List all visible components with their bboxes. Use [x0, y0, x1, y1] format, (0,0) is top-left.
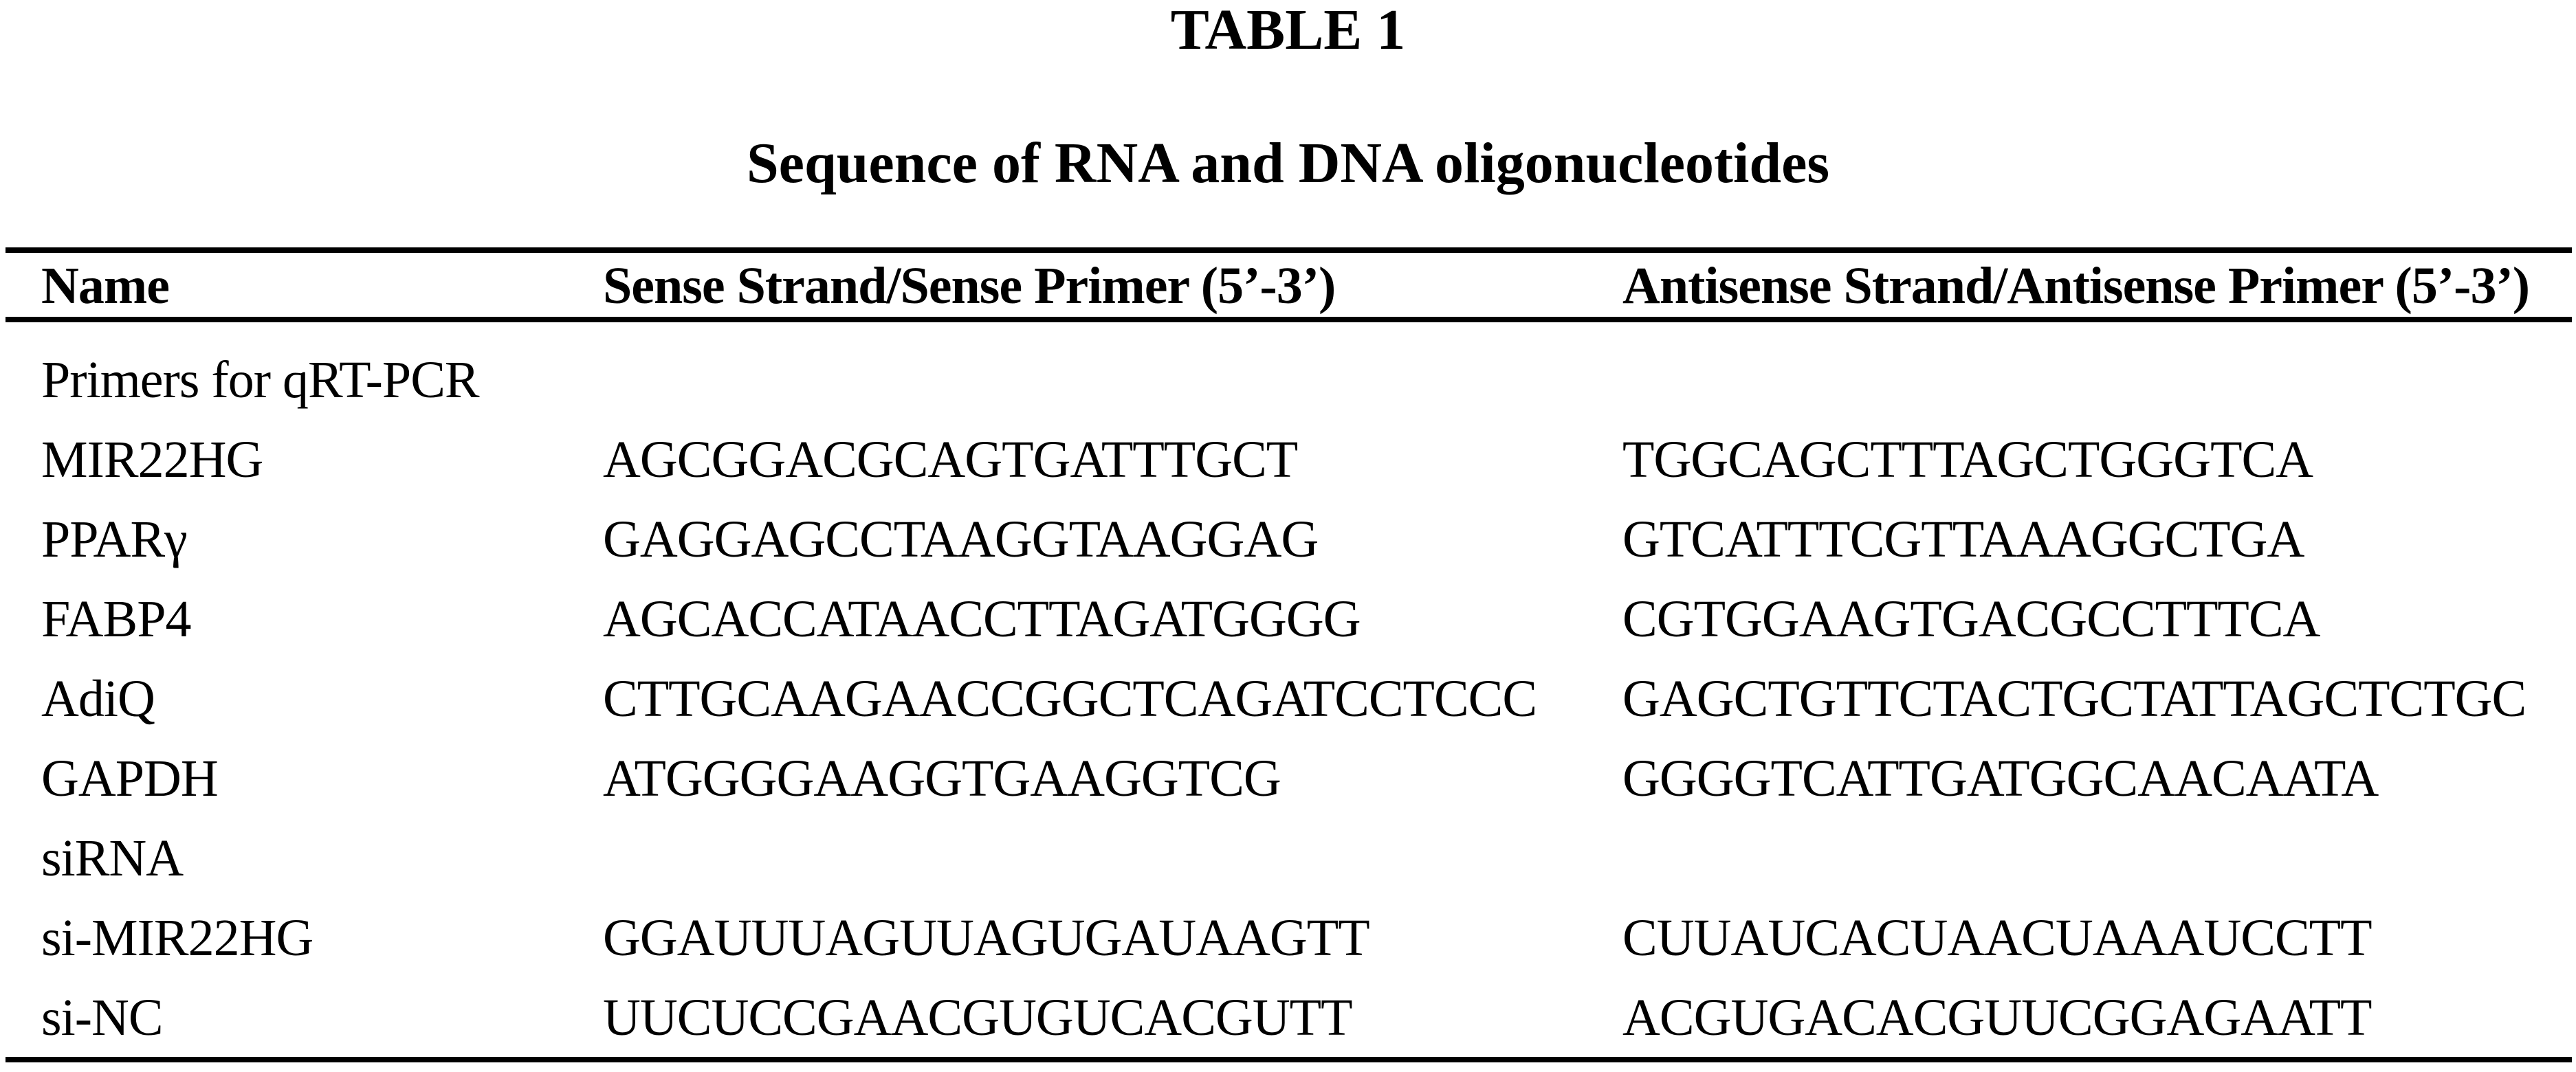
- row-name-cell: siRNA: [41, 829, 184, 887]
- antisense-sequence-cell: GTCATTTCGTTAAAGGCTGA: [1622, 511, 2304, 568]
- table-body: Primers for qRT-PCR MIR22HG AGCGGACGCAGT…: [0, 340, 2576, 1058]
- row-name-cell: GAPDH: [41, 750, 219, 807]
- antisense-sequence-cell: GAGCTGTTCTACTGCTATTAGCTCTGC: [1622, 670, 2527, 728]
- table-row: PPARγ GAGGAGCCTAAGGTAAGGAG GTCATTTCGTTAA…: [0, 500, 2576, 579]
- column-header-name: Name: [41, 257, 170, 315]
- table-row: si-NC UUCUCCGAACGUGUCACGUTT ACGUGACACGUU…: [0, 978, 2576, 1058]
- row-name-cell: Primers for qRT-PCR: [41, 351, 480, 409]
- table-top-rule: [5, 247, 2572, 253]
- row-name-cell: si-MIR22HG: [41, 909, 313, 967]
- antisense-sequence-cell: TGGCAGCTTTAGCTGGGTCA: [1622, 431, 2313, 489]
- sense-sequence-cell: AGCGGACGCAGTGATTTGCT: [603, 431, 1298, 489]
- table-row: FABP4 AGCACCATAACCTTAGATGGGG CGTGGAAGTGA…: [0, 579, 2576, 659]
- table-row: AdiQ CTTGCAAGAACCGGCTCAGATCCTCCC GAGCTGT…: [0, 659, 2576, 739]
- antisense-sequence-cell: GGGGTCATTGATGGCAACAATA: [1622, 750, 2379, 807]
- antisense-sequence-cell: CUUAUCACUAACUAAAUCCTT: [1622, 909, 2372, 967]
- table-row: si-MIR22HG GGAUUUAGUUAGUGAUAAGTT CUUAUCA…: [0, 898, 2576, 978]
- row-name-cell: FABP4: [41, 590, 191, 648]
- sense-sequence-cell: UUCUCCGAACGUGUCACGUTT: [603, 989, 1352, 1047]
- table-header-rule: [5, 317, 2572, 322]
- row-name-cell: PPARγ: [41, 511, 188, 568]
- sense-sequence-cell: AGCACCATAACCTTAGATGGGG: [603, 590, 1361, 648]
- table-row: siRNA: [0, 818, 2576, 898]
- column-header-antisense: Antisense Strand/Antisense Primer (5’-3’…: [1622, 257, 2530, 315]
- row-name-cell: si-NC: [41, 989, 164, 1047]
- table-bottom-rule: [5, 1057, 2572, 1062]
- sense-sequence-cell: CTTGCAAGAACCGGCTCAGATCCTCCC: [603, 670, 1537, 728]
- row-name-cell: AdiQ: [41, 670, 155, 728]
- sense-sequence-cell: ATGGGGAAGGTGAAGGTCG: [603, 750, 1281, 807]
- sense-sequence-cell: GGAUUUAGUUAGUGAUAAGTT: [603, 909, 1370, 967]
- sense-sequence-cell: GAGGAGCCTAAGGTAAGGAG: [603, 511, 1319, 568]
- column-header-sense: Sense Strand/Sense Primer (5’-3’): [603, 257, 1336, 315]
- table-title: Sequence of RNA and DNA oligonucleotides: [746, 131, 1830, 195]
- antisense-sequence-cell: ACGUGACACGUUCGGAGAATT: [1622, 989, 2372, 1047]
- table-row: Primers for qRT-PCR: [0, 340, 2576, 420]
- table-row: MIR22HG AGCGGACGCAGTGATTTGCT TGGCAGCTTTA…: [0, 420, 2576, 500]
- row-name-cell: MIR22HG: [41, 431, 263, 489]
- antisense-sequence-cell: CGTGGAAGTGACGCCTTTCA: [1622, 590, 2320, 648]
- table-row: GAPDH ATGGGGAAGGTGAAGGTCG GGGGTCATTGATGG…: [0, 739, 2576, 818]
- table-header-row: Name Sense Strand/Sense Primer (5’-3’) A…: [0, 256, 2576, 316]
- table-number-label: TABLE 1: [1170, 0, 1406, 62]
